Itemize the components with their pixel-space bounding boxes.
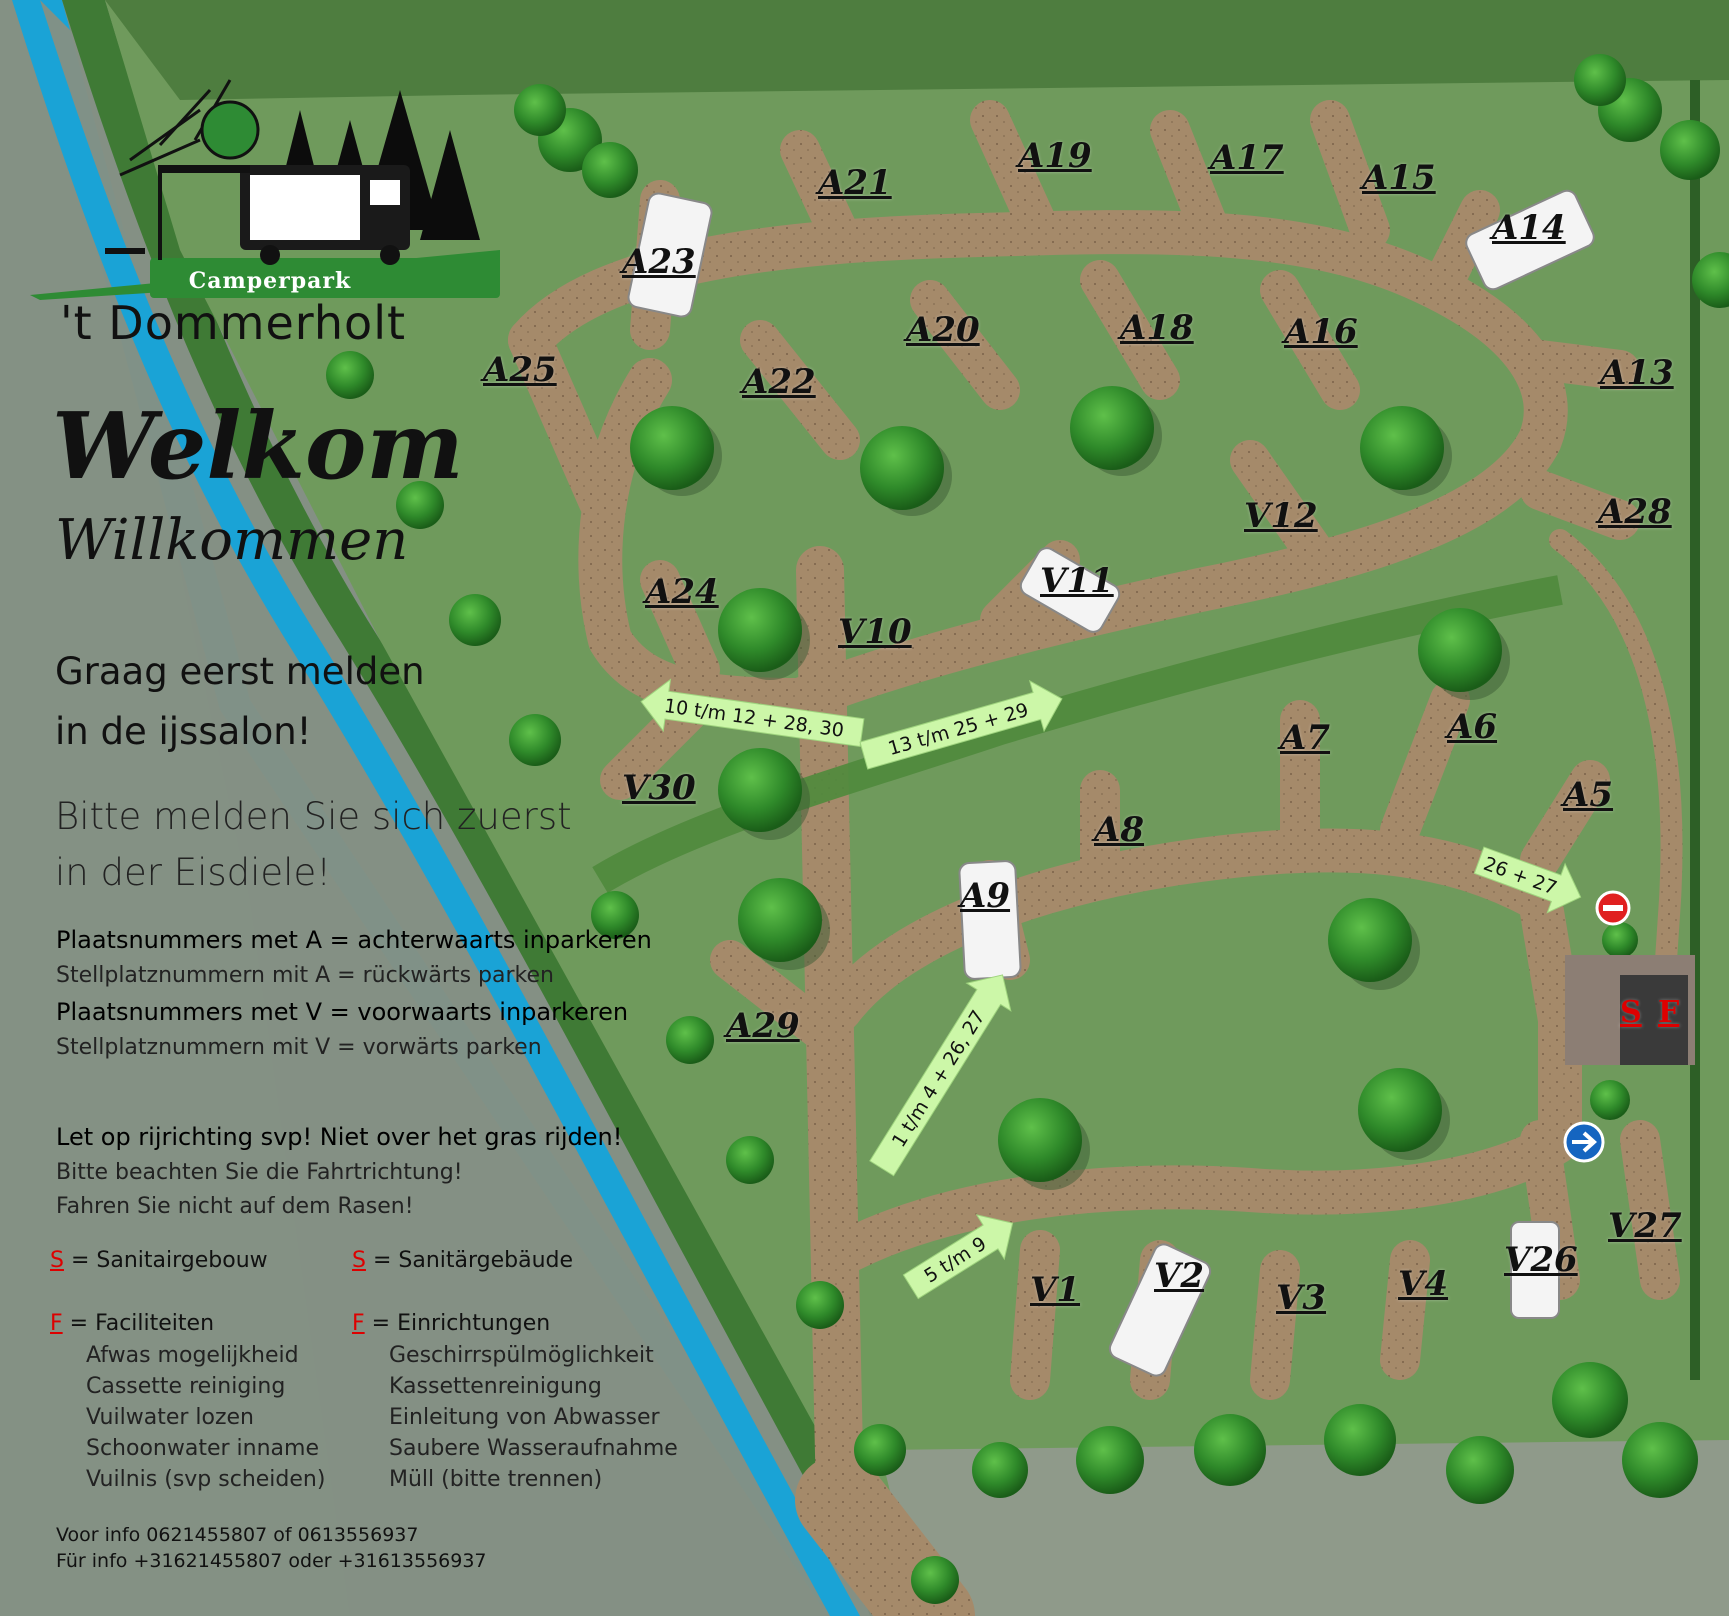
spot-label: A13 bbox=[1600, 353, 1674, 393]
register-nl-2: in de ijssalon! bbox=[55, 710, 312, 753]
spot-label: A16 bbox=[1284, 312, 1358, 352]
spot-label: A25 bbox=[483, 350, 557, 390]
contact-de: Für info +31621455807 oder +31613556937 bbox=[56, 1550, 487, 1572]
welcome-heading-de: Willkommen bbox=[55, 508, 409, 573]
logo-graphic bbox=[30, 79, 500, 300]
spot-label: V27 bbox=[1608, 1206, 1682, 1246]
spot-label: A20 bbox=[906, 310, 980, 350]
welcome-heading: Welkom bbox=[52, 392, 464, 500]
spot-label: V11 bbox=[1040, 561, 1114, 601]
spot-label: A21 bbox=[818, 163, 892, 203]
f-item-nl: Afwas mogelijkheid bbox=[86, 1343, 299, 1368]
spot-label: V30 bbox=[622, 768, 696, 808]
spot-label: A17 bbox=[1210, 138, 1284, 178]
spot-label: A28 bbox=[1598, 492, 1672, 532]
trees bbox=[326, 54, 1729, 1604]
legend-s-de: S = Sanitärgebäude bbox=[352, 1248, 574, 1273]
spot-label: A7 bbox=[1280, 718, 1331, 758]
register-de-1: Bitte melden Sie sich zuerst bbox=[55, 795, 572, 838]
sanitary-building bbox=[1620, 975, 1688, 1065]
building-f: F bbox=[1658, 995, 1680, 1030]
f-item-nl: Cassette reiniging bbox=[86, 1374, 286, 1399]
spot-label: A23 bbox=[622, 242, 696, 282]
spot-label: A14 bbox=[1492, 208, 1566, 248]
rule-v-de: Stellplatznummern mit V = vorwärts parke… bbox=[56, 1035, 542, 1060]
spot-label: V2 bbox=[1154, 1256, 1205, 1296]
f-item-nl: Vuilnis (svp scheiden) bbox=[86, 1467, 326, 1492]
spot-label: A22 bbox=[742, 362, 816, 402]
f-item-nl: Schoonwater inname bbox=[86, 1436, 319, 1461]
direction-sign-icon bbox=[1563, 1121, 1605, 1163]
campers bbox=[627, 189, 1595, 1377]
spot-label: A15 bbox=[1362, 158, 1436, 198]
direction-nl: Let op rijrichting svp! Niet over het gr… bbox=[56, 1123, 623, 1151]
spot-label: A6 bbox=[1447, 707, 1498, 747]
spot-label: V26 bbox=[1504, 1240, 1578, 1280]
spot-label: A8 bbox=[1094, 810, 1145, 850]
f-item-de: Geschirrspülmöglichkeit bbox=[389, 1343, 654, 1368]
contact-nl: Voor info 0621455807 of 0613556937 bbox=[56, 1524, 419, 1546]
f-item-de: Kassettenreinigung bbox=[389, 1374, 602, 1399]
legend-f-de: F = Einrichtungen bbox=[352, 1311, 551, 1336]
direction-de-2: Fahren Sie nicht auf dem Rasen! bbox=[56, 1194, 414, 1219]
spot-label: A5 bbox=[1563, 775, 1614, 815]
building-s: S bbox=[1620, 995, 1642, 1030]
spot-label: V4 bbox=[1398, 1264, 1449, 1304]
f-item-nl: Vuilwater lozen bbox=[86, 1405, 254, 1430]
register-nl-1: Graag eerst melden bbox=[55, 650, 425, 693]
legend-s-nl: S = Sanitairgebouw bbox=[50, 1248, 268, 1273]
register-de-2: in der Eisdiele! bbox=[55, 851, 332, 894]
logo-band-text: Camperpark bbox=[188, 268, 352, 294]
spot-label: A19 bbox=[1018, 136, 1092, 176]
f-item-de: Müll (bitte trennen) bbox=[389, 1467, 603, 1492]
spot-label: V10 bbox=[838, 612, 912, 652]
rule-a-de: Stellplatznummern mit A = rückwärts park… bbox=[56, 963, 554, 988]
legend-f-nl: F = Faciliteiten bbox=[50, 1311, 215, 1336]
spot-label: V1 bbox=[1030, 1270, 1081, 1310]
spot-label: A18 bbox=[1120, 308, 1194, 348]
direction-de-1: Bitte beachten Sie die Fahrtrichtung! bbox=[56, 1160, 463, 1185]
spot-label: A24 bbox=[645, 572, 719, 612]
spot-label: V12 bbox=[1244, 496, 1318, 536]
logo-title: 't Dommerholt bbox=[60, 296, 407, 350]
rule-v-nl: Plaatsnummers met V = voorwaarts inparke… bbox=[56, 998, 629, 1026]
spot-label: A9 bbox=[960, 876, 1011, 916]
spot-label: V3 bbox=[1276, 1278, 1327, 1318]
f-item-de: Saubere Wasseraufnahme bbox=[389, 1436, 678, 1461]
f-item-de: Einleitung von Abwasser bbox=[389, 1405, 660, 1430]
no-entry-sign-icon bbox=[1595, 890, 1631, 926]
spot-label: A29 bbox=[726, 1006, 800, 1046]
rule-a-nl: Plaatsnummers met A = achterwaarts inpar… bbox=[56, 926, 652, 954]
